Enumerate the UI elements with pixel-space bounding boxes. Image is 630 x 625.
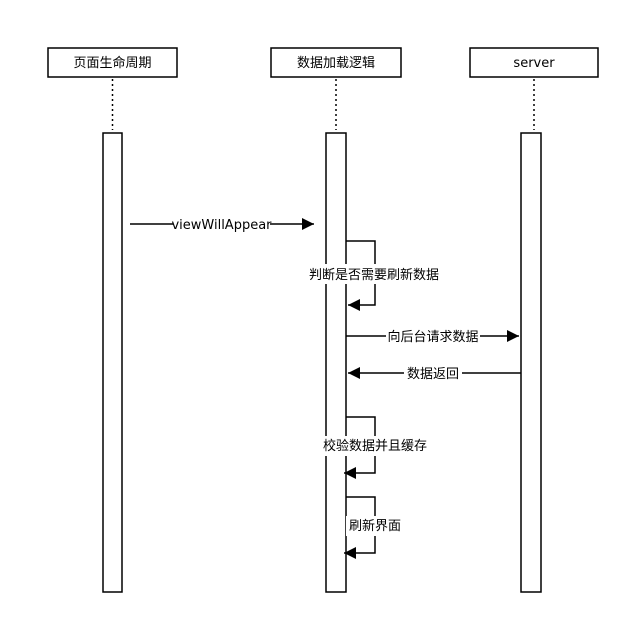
activation-bar (102, 132, 123, 593)
participant-data-loading-logic: 数据加载逻辑 (270, 47, 402, 593)
participant-label: server (513, 56, 555, 71)
participant-box (270, 47, 402, 78)
message-validate-cache: 校验数据并且缓存 (320, 416, 430, 479)
message-request-server: 向后台请求数据 (346, 329, 519, 345)
activation-bar (520, 132, 542, 593)
message-label: 判断是否需要刷新数据 (309, 267, 439, 283)
participant-page-lifecycle: 页面生命周期 (47, 47, 178, 593)
message-view-will-appear: viewWillAppear (130, 218, 314, 233)
label-background (306, 264, 442, 284)
message-label: 校验数据并且缓存 (323, 438, 427, 454)
participant-label: 页面生命周期 (73, 55, 151, 71)
activation-bar (325, 132, 347, 593)
participant-box (469, 47, 599, 78)
message-data-return: 数据返回 (348, 367, 521, 382)
participant-server: server (469, 47, 599, 593)
message-label: 数据返回 (407, 367, 459, 382)
message-label: 刷新界面 (349, 518, 401, 534)
message-label: viewWillAppear (171, 218, 272, 233)
message-refresh-ui: 刷新界面 (344, 496, 404, 559)
label-background (346, 516, 404, 536)
participant-label: 数据加载逻辑 (297, 56, 375, 71)
label-background (320, 436, 430, 456)
message-label: 向后台请求数据 (387, 329, 478, 345)
participant-box (47, 47, 178, 78)
message-check-refresh: 判断是否需要刷新数据 (306, 240, 442, 311)
